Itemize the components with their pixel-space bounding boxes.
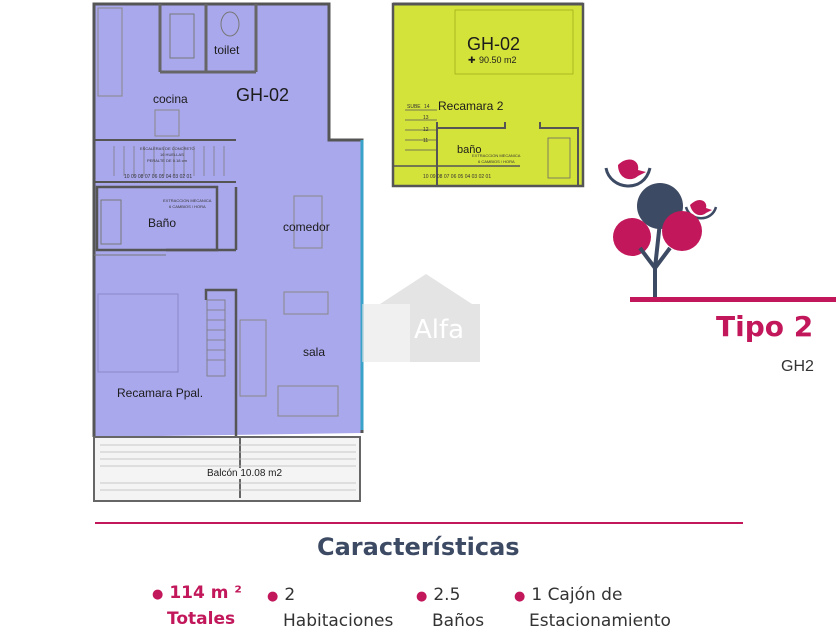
feature-estacionamiento-value: 1 Cajón de — [531, 585, 623, 605]
feature-area: ● 114 m ² Totales — [152, 581, 242, 631]
room-label-toilet: toilet — [214, 43, 240, 57]
unit-label-main: GH-02 — [236, 85, 290, 105]
plan-fill — [94, 4, 362, 437]
area-marker-icon: ✚ — [468, 55, 476, 65]
room-label-balcon: Balcón 10.08 m2 — [207, 468, 283, 479]
sube-label: SUBE — [407, 104, 421, 110]
watermark-text: Alfa — [414, 315, 465, 345]
upper-extraction-note-2: 6 CAMBIOS / HORA — [478, 159, 515, 164]
feature-estacionamiento: ● 1 Cajón de Estacionamiento — [514, 583, 671, 633]
tree-logo-icon — [604, 159, 836, 302]
room-label-bano: Baño — [148, 216, 177, 230]
alfa-watermark: Alfa — [362, 270, 480, 362]
room-label-sala: sala — [303, 345, 326, 359]
bullet-icon: ● — [152, 587, 164, 602]
extraction-note-1: EXTRACCION MECANICA — [163, 198, 212, 203]
bullet-icon: ● — [416, 589, 428, 604]
watermark-house-icon — [362, 274, 480, 362]
room-label-comedor: comedor — [283, 220, 330, 234]
feature-estacionamiento-label: Estacionamiento — [529, 611, 671, 631]
area-label-upper: 90.50 m2 — [479, 55, 517, 65]
feature-banos: ● 2.5 Baños — [416, 583, 484, 633]
room-label-recamara-2: Recamara 2 — [438, 99, 504, 113]
feature-habitaciones-label: Habitaciones — [283, 611, 394, 631]
extraction-note-2: 6 CAMBIOS / HORA — [169, 204, 206, 209]
stair-note-2: 16 HUELLAS — [160, 152, 184, 157]
stair-note-3: PERALTE DE 0.18 cm — [147, 158, 187, 163]
stair-side-number-13: 13 — [423, 115, 429, 121]
feature-habitaciones-value: 2 — [284, 585, 296, 605]
feature-banos-label: Baños — [432, 611, 485, 631]
unit-label-upper: GH-02 — [467, 34, 521, 54]
stair-note-1: ESCALERAS DE CONCRETO — [140, 146, 195, 151]
bullet-icon: ● — [514, 589, 526, 604]
stair-side-number-14: 14 — [424, 104, 430, 110]
stair-step-numbers: 10 09 08 07 06 05 04 03 02 01 — [124, 174, 193, 180]
upper-stair-step-numbers: 10 09 08 07 06 05 04 03 02 01 — [423, 174, 492, 180]
caracteristicas-title: Características — [317, 533, 520, 561]
bird-icon — [618, 159, 646, 180]
upper-plan-fill — [391, 2, 585, 188]
bullet-icon: ● — [267, 589, 279, 604]
feature-banos-value: 2.5 — [433, 585, 461, 605]
upper-extraction-note-1: EXTRACCION MECANICA — [472, 153, 521, 158]
stair-side-number-11: 11 — [423, 138, 429, 144]
tipo-code: GH2 — [781, 358, 814, 375]
tipo-title: Tipo 2 — [716, 310, 814, 343]
feature-habitaciones: ● 2 Habitaciones — [267, 583, 393, 633]
stair-side-number-12: 12 — [423, 127, 429, 133]
section-divider — [95, 522, 743, 524]
feature-area-label: Totales — [167, 609, 236, 629]
room-label-cocina: cocina — [153, 92, 188, 106]
room-label-bano-upper: baño — [457, 144, 482, 156]
feature-area-value: 114 m ² — [169, 583, 242, 603]
room-label-recamara-ppal: Recamara Ppal. — [117, 386, 204, 400]
